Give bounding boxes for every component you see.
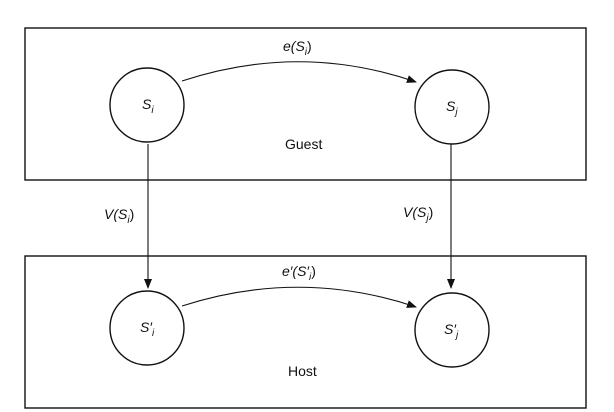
host-box: [24, 255, 587, 409]
mapping-label-j: V(Sj): [403, 204, 433, 224]
host-state-sj-prime-label: S′j: [444, 321, 459, 341]
guest-state-si: [109, 67, 185, 143]
guest-box: [24, 27, 587, 181]
guest-transition-label: e(Si): [283, 38, 312, 58]
host-state-si-prime: [109, 290, 185, 366]
host-transition-arrow: [181, 286, 417, 308]
guest-transition-arrow: [181, 61, 417, 83]
host-label: Host: [288, 363, 317, 379]
guest-state-sj-label: Sj: [446, 98, 458, 118]
host-transition-label: e′(S′i): [282, 263, 316, 283]
guest-state-sj: [414, 69, 490, 145]
mapping-label-i: V(Si): [104, 206, 134, 226]
host-state-si-prime-label: S′i: [140, 319, 155, 339]
host-state-sj-prime: [414, 292, 490, 368]
guest-state-si-label: Si: [142, 96, 154, 116]
guest-label: Guest: [285, 136, 322, 152]
